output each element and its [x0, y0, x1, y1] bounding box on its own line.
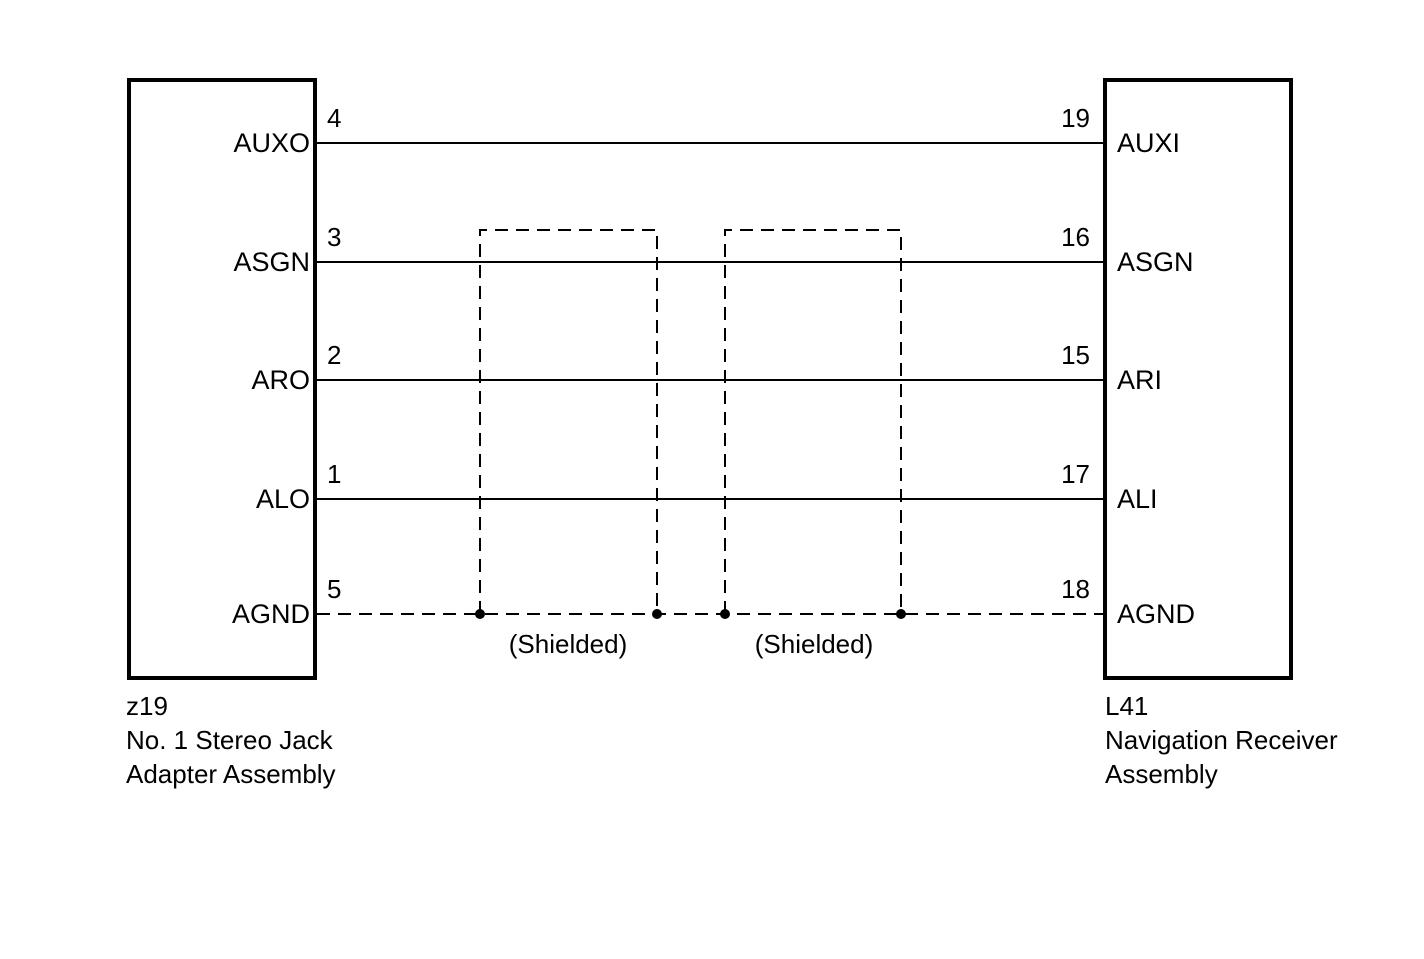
right-pin-number-18: 18 [1061, 574, 1090, 604]
left-box-name-line2: Adapter Assembly [126, 759, 336, 789]
left-pin-number-2: 2 [327, 340, 342, 370]
left-pin-label-agnd: AGND [231, 599, 310, 629]
shield-outline-1 [479, 229, 658, 614]
left-pin-label-aro: ARO [251, 365, 310, 395]
right-pin-number-15: 15 [1061, 340, 1090, 370]
right-connector-box-outline [1103, 78, 1293, 680]
right-pin-number-19: 19 [1061, 103, 1090, 133]
shield-junction-dot [896, 609, 906, 619]
left-pin-number-4: 4 [327, 103, 342, 133]
left-box-designator: z19 [126, 691, 168, 721]
shield-junction-dot [720, 609, 730, 619]
shielded-annotation-2: (Shielded) [754, 629, 874, 659]
right-pin-label-asgn: ASGN [1117, 247, 1194, 277]
right-pin-number-16: 16 [1061, 222, 1090, 252]
left-connector-box-outline [127, 78, 317, 680]
shielded-annotation-1: (Shielded) [508, 629, 628, 659]
left-box-name-line1: No. 1 Stereo Jack [126, 725, 333, 755]
left-pin-number-3: 3 [327, 222, 342, 252]
shield-junction-dot [475, 609, 485, 619]
right-pin-number-17: 17 [1061, 459, 1090, 489]
left-pin-number-5: 5 [327, 574, 342, 604]
shield-outline-2 [724, 229, 902, 614]
shield-junction-dot [652, 609, 662, 619]
right-box-caption: L41 Navigation Receiver Assembly [1105, 689, 1338, 791]
left-pin-number-1: 1 [327, 459, 342, 489]
left-pin-label-auxo: AUXO [233, 128, 310, 158]
left-box-caption: z19 No. 1 Stereo Jack Adapter Assembly [126, 689, 336, 791]
right-pin-label-ari: ARI [1117, 365, 1163, 395]
right-pin-label-agnd: AGND [1117, 599, 1196, 629]
right-box-name-line1: Navigation Receiver [1105, 725, 1338, 755]
right-pin-label-auxi: AUXI [1117, 128, 1181, 158]
left-pin-label-alo: ALO [255, 484, 310, 514]
right-box-name-line2: Assembly [1105, 759, 1218, 789]
right-box-designator: L41 [1105, 691, 1149, 721]
right-pin-label-ali: ALI [1117, 484, 1158, 514]
left-pin-label-asgn: ASGN [233, 247, 310, 277]
